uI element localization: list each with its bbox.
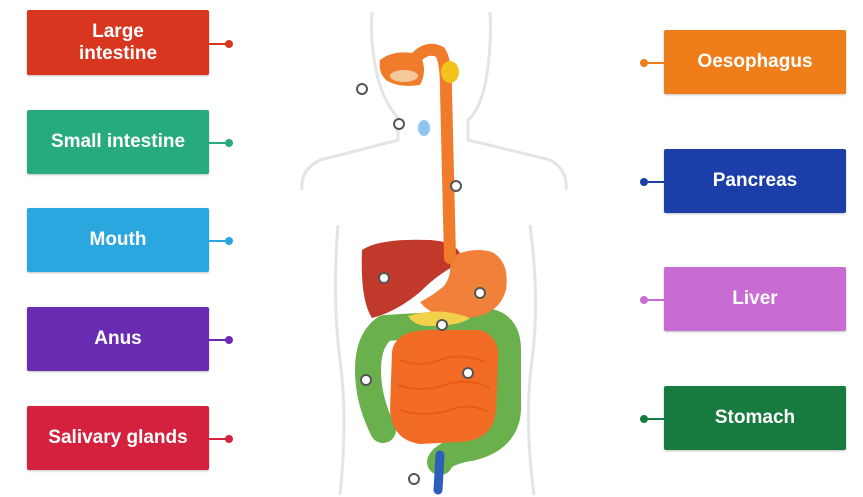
- connector-handle[interactable]: [642, 418, 664, 420]
- pin-small-intestine[interactable]: [463, 368, 473, 378]
- label-stomach-text: Stomach: [715, 407, 795, 429]
- pin-anus[interactable]: [409, 474, 419, 484]
- label-pancreas-text: Pancreas: [713, 170, 798, 192]
- connector-handle[interactable]: [209, 240, 231, 242]
- label-oesophagus[interactable]: Oesophagus: [664, 30, 846, 94]
- label-stomach[interactable]: Stomach: [664, 386, 846, 450]
- label-liver[interactable]: Liver: [664, 267, 846, 331]
- tongue-shape: [390, 70, 418, 82]
- label-anus[interactable]: Anus: [27, 307, 209, 371]
- salivary-gland-small-shape: [418, 120, 430, 136]
- label-small-intestine-text: Small intestine: [51, 131, 185, 153]
- connector-handle[interactable]: [642, 62, 664, 64]
- connector-handle[interactable]: [209, 142, 231, 144]
- connector-handle[interactable]: [642, 299, 664, 301]
- label-liver-text: Liver: [732, 288, 777, 310]
- label-salivary-glands[interactable]: Salivary glands: [27, 406, 209, 470]
- pin-stomach[interactable]: [475, 288, 485, 298]
- pin-pancreas[interactable]: [437, 320, 447, 330]
- label-mouth-text: Mouth: [90, 229, 147, 251]
- pin-oesophagus[interactable]: [451, 181, 461, 191]
- label-large-intestine-text: Large intestine: [63, 21, 173, 65]
- label-anus-text: Anus: [94, 328, 142, 350]
- connector-handle[interactable]: [209, 438, 231, 440]
- connector-handle[interactable]: [642, 181, 664, 183]
- salivary-gland-shape: [441, 61, 459, 83]
- pin-mouth[interactable]: [357, 84, 367, 94]
- connector-handle[interactable]: [209, 339, 231, 341]
- pin-salivary-glands[interactable]: [394, 119, 404, 129]
- label-pancreas[interactable]: Pancreas: [664, 149, 846, 213]
- label-salivary-glands-text: Salivary glands: [48, 427, 187, 449]
- connector-handle[interactable]: [209, 43, 231, 45]
- label-small-intestine[interactable]: Small intestine: [27, 110, 209, 174]
- label-mouth[interactable]: Mouth: [27, 208, 209, 272]
- label-oesophagus-text: Oesophagus: [697, 51, 812, 73]
- pin-large-intestine[interactable]: [361, 375, 371, 385]
- label-large-intestine[interactable]: Large intestine: [27, 10, 209, 75]
- pin-liver[interactable]: [379, 273, 389, 283]
- rectum-shape: [438, 455, 440, 490]
